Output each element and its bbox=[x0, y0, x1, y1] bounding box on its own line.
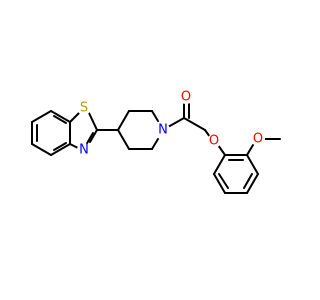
methoxyphenyl-bond bbox=[213, 154, 226, 175]
carbonyl-oxygen-label-background bbox=[179, 90, 193, 104]
benzene-double-bond bbox=[53, 142, 67, 151]
methoxy-bond bbox=[246, 144, 254, 156]
carbonyl-oxygen-label: O bbox=[181, 90, 191, 105]
ether-oxygen-label-background bbox=[207, 134, 221, 148]
methoxyphenyl-bond bbox=[213, 173, 226, 194]
ch2-bond bbox=[183, 117, 206, 131]
piperidine-nitrogen-label: N bbox=[158, 123, 168, 138]
molecule-structure: S N N O O O bbox=[31, 90, 281, 194]
benzene-bond bbox=[50, 143, 71, 156]
benzene-bond bbox=[50, 110, 71, 123]
amide-bond bbox=[167, 117, 185, 128]
benzene-double-bond bbox=[53, 115, 67, 124]
piperidine-bond bbox=[117, 129, 130, 150]
thiazole-nitrogen-label: N bbox=[79, 143, 89, 158]
methoxy-oxygen-label-background bbox=[251, 132, 265, 146]
piperidine-nitrogen-label-background bbox=[156, 123, 170, 137]
piperidine-bond bbox=[151, 138, 159, 150]
thiazole-bond bbox=[69, 143, 79, 149]
ether-bond bbox=[204, 129, 211, 138]
sulfur-atom-label-background bbox=[77, 101, 91, 115]
benzene-bond bbox=[31, 110, 52, 123]
thiazole-double-bond bbox=[85, 132, 94, 146]
piperidine-bond bbox=[117, 110, 130, 131]
piperidine-bond bbox=[151, 110, 159, 122]
thiazole-bond bbox=[69, 112, 80, 123]
thiazole-bond bbox=[89, 129, 98, 143]
ether-aryl-bond bbox=[217, 144, 226, 156]
methoxyphenyl-double-bond bbox=[218, 173, 229, 189]
thiazole-bond bbox=[88, 112, 98, 131]
methoxyphenyl-bond bbox=[246, 154, 259, 175]
sulfur-atom-label: S bbox=[80, 101, 88, 116]
thiazole-nitrogen-label-background bbox=[77, 143, 91, 157]
methoxyphenyl-bond bbox=[246, 173, 259, 194]
methoxyphenyl-double-bond bbox=[243, 173, 253, 189]
ether-oxygen-label: O bbox=[209, 134, 219, 149]
methoxy-oxygen-label: O bbox=[253, 132, 263, 147]
benzene-bond bbox=[31, 143, 52, 156]
